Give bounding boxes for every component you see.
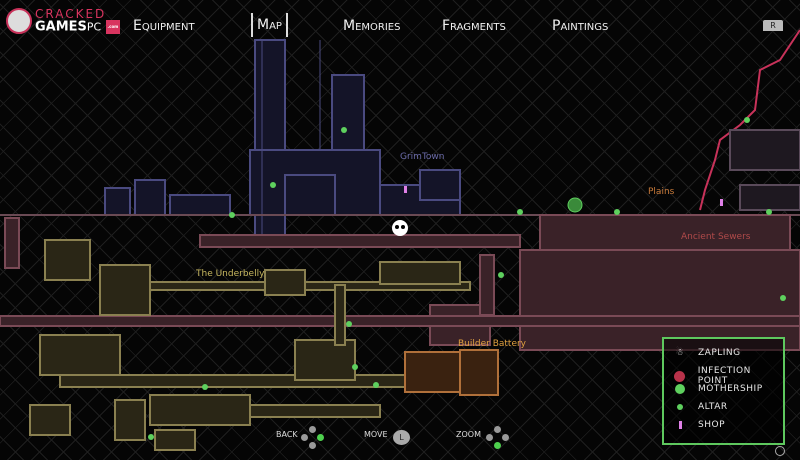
- legend-infection-point: INFECTION POINT: [672, 366, 783, 386]
- legend-label: INFECTION POINT: [697, 366, 751, 386]
- legend-label: ZAPLING: [698, 348, 741, 358]
- zapling-player-marker: [392, 220, 408, 236]
- map-legend: ☃ ZAPLING INFECTION POINT MOTHERSHIP ALTA…: [662, 337, 785, 445]
- logo-icon: [6, 8, 32, 34]
- legend-shop: SHOP: [672, 420, 725, 430]
- legend-label: SHOP: [698, 420, 725, 430]
- shop-icon: [672, 421, 688, 429]
- grimtown-region: [104, 39, 461, 241]
- altar-markers: [148, 117, 786, 440]
- logo-text-top: CRACKED: [35, 7, 107, 21]
- legend-zapling: ☃ ZAPLING: [672, 348, 741, 358]
- tab-memories[interactable]: Memories: [343, 18, 401, 34]
- legend-label: MOTHERSHIP: [698, 384, 763, 394]
- tab-fragments[interactable]: Fragments: [442, 18, 506, 34]
- top-navigation: CRACKED GAMESPC .com Equipment Map Memor…: [0, 0, 800, 50]
- infection-point-icon: [672, 370, 688, 382]
- builder-battery-region: [404, 349, 499, 396]
- logo-text-games: GAMES: [35, 19, 87, 35]
- site-logo: CRACKED GAMESPC .com: [6, 7, 121, 35]
- mothership-icon: [672, 384, 688, 394]
- logo-badge: .com: [105, 20, 121, 34]
- underbelly-region: [29, 239, 471, 451]
- tab-map[interactable]: Map: [251, 13, 288, 37]
- shop-marker: [720, 199, 723, 206]
- settings-icon[interactable]: [775, 446, 785, 456]
- map-label-underbelly: The Underbelly: [196, 269, 265, 279]
- logo-text-pc: PC: [86, 20, 102, 34]
- ancient-sewers-region: [0, 214, 800, 351]
- back-button-dpad-icon[interactable]: [301, 426, 324, 449]
- tab-paintings[interactable]: Paintings: [552, 18, 609, 34]
- infection-vine: [699, 29, 800, 211]
- tab-equipment[interactable]: Equipment: [133, 18, 195, 34]
- control-zoom-label: ZOOM: [456, 430, 481, 439]
- map-label-plains: Plains: [648, 187, 675, 197]
- zoom-button-dpad-icon[interactable]: [486, 426, 509, 449]
- r-key-button[interactable]: R: [763, 20, 783, 31]
- move-stick-icon[interactable]: L: [393, 430, 410, 445]
- altar-icon: [672, 404, 688, 410]
- shop-marker: [404, 186, 407, 193]
- legend-mothership: MOTHERSHIP: [672, 384, 763, 394]
- control-move-label: MOVE: [364, 430, 388, 439]
- legend-label: ALTAR: [698, 402, 728, 412]
- mothership-marker: [567, 197, 583, 213]
- map-label-ancient-sewers: Ancient Sewers: [681, 232, 751, 242]
- legend-altar: ALTAR: [672, 402, 728, 412]
- zapling-icon: ☃: [675, 348, 685, 358]
- map-label-builder-battery: Builder Battery: [458, 339, 527, 349]
- map-label-grimtown: GrimTown: [400, 152, 445, 162]
- control-back-label: BACK: [276, 430, 298, 439]
